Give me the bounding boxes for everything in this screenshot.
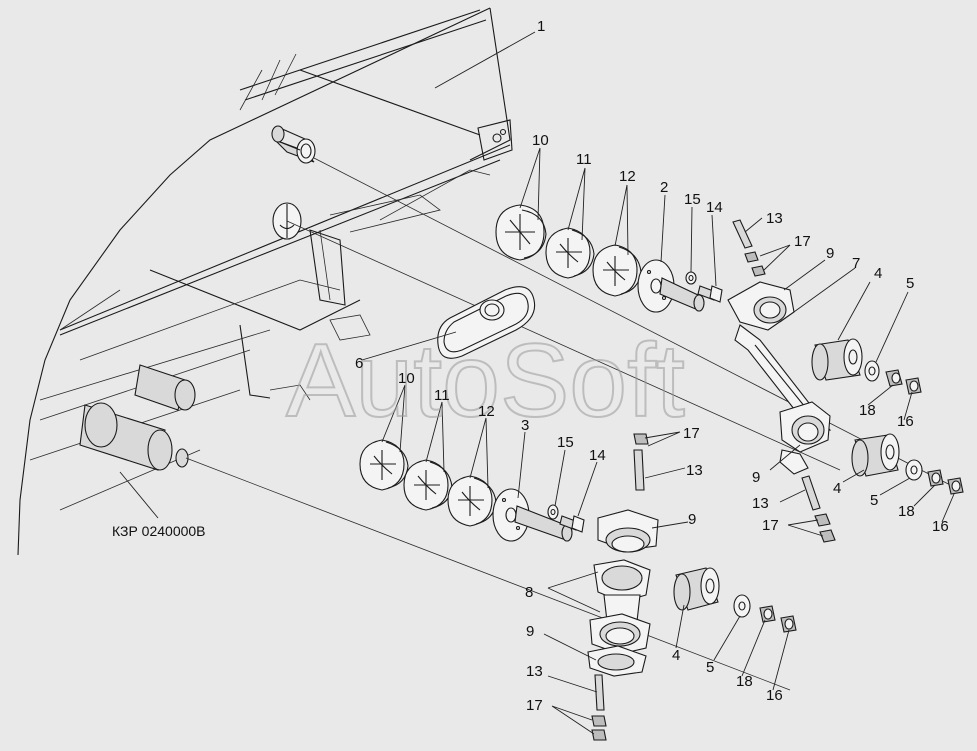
callout-label: 9 [752,469,760,486]
callout-label: 5 [906,275,914,292]
callout-label: 17 [794,233,811,250]
watermark: AutoSoft [286,323,685,439]
upper-part-18-nut [885,369,903,387]
callout-label: 9 [526,623,534,640]
leader-lines [119,31,955,735]
callout-label: 6 [355,355,363,372]
callout-label: 3 [521,417,529,434]
lower-part-18-nut [759,605,776,623]
callout-label: 1 [537,18,545,35]
frame-sleeve [271,125,316,164]
callout-label: 18 [898,503,915,520]
lower-part-9-housing-bottom [587,645,647,677]
callout-label: 10 [532,132,549,149]
lower-part-8-connecting-rod [589,559,651,655]
upper-part-11-plate [545,227,595,279]
callout-label: 5 [706,659,714,676]
lower-part-3-flanged-shaft [492,488,573,542]
lower-part-13-stud [633,449,645,491]
upper-part-5-washer [864,360,880,382]
lower-part-11-plate [403,459,453,511]
callout-label: 11 [576,151,592,168]
callout-label: 16 [766,687,783,704]
lower-part-4-roller [673,567,720,611]
upper-part-4-roller [811,338,863,381]
frame-roller [79,364,196,471]
right-part-13-stud [801,475,821,511]
right-part-17-nuts [814,513,836,543]
callout-label: 4 [833,480,841,497]
part-6-oval-cover [437,286,536,359]
upper-part-15-washer [685,271,697,285]
callout-label: 18 [859,402,876,419]
upper-part-13-stud [732,219,753,249]
callout-label: 9 [688,511,696,528]
callout-label: 18 [736,673,753,690]
lower-part-15-washer [547,504,559,520]
lower-part-17-bottom-nuts [591,715,607,741]
callout-label: 15 [557,434,574,451]
lower-part-13-bottom-stud [594,674,605,711]
callout-label: 9 [826,245,834,262]
callout-label: 14 [589,447,606,464]
upper-part-2-flanged-shaft [637,259,705,313]
callout-label: 8 [525,584,533,601]
callout-label: 13 [752,495,769,512]
upper-part-9-housing-top [727,281,795,331]
callout-label: 17 [526,697,543,714]
callout-label: 14 [706,199,723,216]
upper-part-17-nuts [744,251,766,277]
callout-labels: 1 10 11 12 2 15 14 13 17 9 7 4 5 6 18 16… [355,18,949,714]
lower-part-9-housing-top [597,509,659,553]
callout-label: 15 [684,191,701,208]
right-part-18-nut [927,469,944,487]
frame-panel [17,7,513,556]
right-part-4-roller [851,433,900,477]
lower-part-12-plate [447,475,497,527]
callout-label: 7 [852,255,860,272]
callout-label: 16 [932,518,949,535]
callout-label: 13 [686,462,703,479]
callout-label: 17 [762,517,779,534]
upper-part-14-bolt [697,285,723,303]
upper-part-12-plate [592,244,642,297]
callout-label: 12 [478,403,495,420]
lower-part-16-nut [780,615,797,633]
lower-part-10-plate [359,439,409,491]
lower-part-14-bolt [559,515,585,533]
callout-label: 2 [660,179,668,196]
callout-label: 4 [672,647,680,664]
callout-label: 5 [870,492,878,509]
upper-part-10-plate [495,204,547,261]
upper-part-16-nut [905,377,922,395]
lower-part-5-washer [733,594,751,618]
callout-label: 4 [874,265,882,282]
callout-label: 16 [897,413,914,430]
right-part-5-washer [905,459,923,481]
callout-label: 10 [398,370,415,387]
callout-label: 11 [434,387,450,404]
callout-label: 13 [766,210,783,227]
right-part-16-nut [947,477,964,495]
callout-label: 13 [526,663,543,680]
callout-label: 12 [619,168,636,185]
upper-part-7-connecting-rod [734,324,832,475]
callout-label: 17 [683,425,700,442]
assembly-code-label: КЗР 0240000В [112,523,206,539]
